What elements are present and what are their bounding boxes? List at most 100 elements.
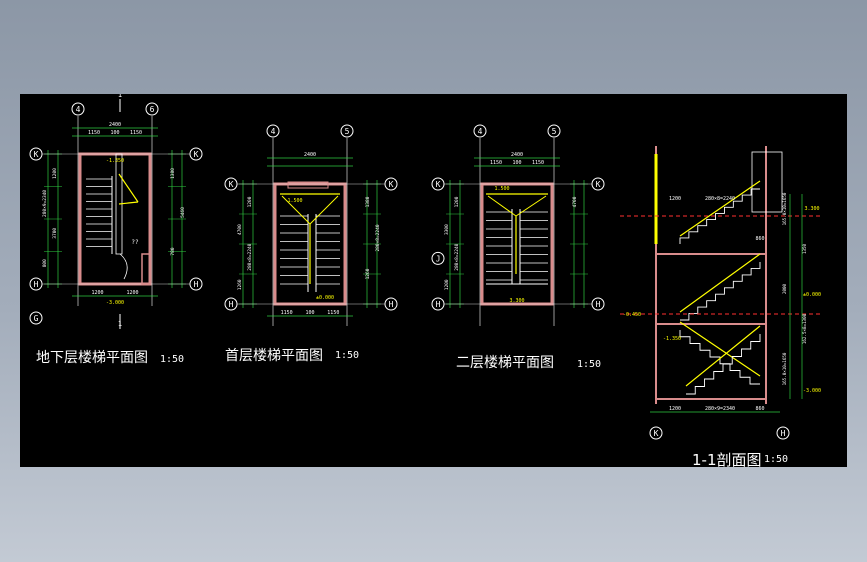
dim-text: 100: [305, 310, 314, 316]
axis-bubble-label: K: [229, 180, 234, 189]
axis-bubble: [776, 426, 790, 440]
level-text: 1.500: [287, 198, 302, 204]
dim-text: 1200: [52, 168, 58, 179]
axis-bubble-label: K: [654, 429, 659, 438]
axis-bubble: [473, 124, 487, 138]
axis-bubble-label: 6: [150, 105, 155, 114]
dim-text: 1260: [365, 268, 371, 279]
dim-text: 4700: [237, 224, 243, 235]
arrow-line: [118, 173, 139, 203]
dim-text: 1200: [126, 290, 138, 296]
axis-bubble-label: G: [34, 314, 39, 323]
dim-text: 280×9=2340: [42, 190, 48, 217]
axis-bubble-label: H: [229, 300, 234, 309]
dim-text: 4700: [572, 196, 578, 207]
dim-text: 1380: [365, 196, 371, 207]
axis-bubble: [71, 102, 85, 116]
arrow-line: [118, 201, 139, 205]
level-text: -1.350: [106, 158, 124, 164]
axis-bubble-label: H: [436, 300, 441, 309]
dim-text: 780: [170, 247, 176, 255]
dim-text: 5460: [180, 207, 186, 218]
plan-scale-second: 1:50: [577, 359, 602, 370]
level-text: -3.000: [803, 388, 821, 394]
section-stair-flight: [679, 330, 760, 385]
dim-text: 1380: [170, 168, 176, 179]
plan-title-basement: 地下层楼梯平面图: [36, 350, 148, 366]
section-title: 1-1剖面图: [692, 451, 762, 469]
level-text: 3.300: [509, 298, 524, 304]
arrow-line: [281, 195, 311, 225]
level-text: ±0.000: [803, 292, 821, 298]
dim-text: 162.5×8=1300: [802, 313, 807, 344]
axis-bubble: [266, 124, 280, 138]
level-text: 1.500: [494, 186, 509, 192]
section-handrail: [679, 180, 761, 237]
dim-text: 1150: [490, 160, 502, 166]
axis-bubble: [547, 124, 561, 138]
level-text: -1.350: [663, 336, 681, 342]
dim-text: 280×8=2240: [454, 243, 460, 270]
dim-text: 100: [110, 130, 119, 136]
dim-text: 3700: [52, 228, 58, 239]
axis-bubble-label: K: [34, 150, 39, 159]
dim-text: 2400: [511, 152, 523, 158]
axis-bubble-label: 4: [478, 127, 483, 136]
door-swing: [119, 253, 128, 280]
axis-bubble-label: K: [194, 150, 199, 159]
section-mark-label: 1: [118, 320, 122, 328]
dim-text: 1200: [444, 279, 450, 290]
section-stair-flight: [680, 262, 761, 321]
dim-text: 1260: [237, 279, 243, 290]
stair-wall: [480, 182, 554, 306]
axis-bubble-label: K: [596, 180, 601, 189]
dim-text: 1200: [669, 196, 681, 202]
axis-bubble-label: J: [436, 254, 441, 263]
axis-bubble: [145, 102, 159, 116]
axis-bubble-label: H: [194, 280, 199, 289]
axis-bubble: [340, 124, 354, 138]
plan-title-ground: 首层楼梯平面图: [225, 348, 323, 364]
section-handrail: [679, 321, 761, 377]
level-text: ±0.000: [316, 295, 334, 301]
dim-text: 1150: [281, 310, 293, 316]
axis-bubble-label: 5: [552, 127, 557, 136]
axis-bubble-label: 5: [345, 127, 350, 136]
plan-scale-ground: 1:50: [335, 350, 360, 361]
dim-text: 280×8=2240: [705, 196, 735, 202]
axis-bubble-label: K: [436, 180, 441, 189]
dim-text: 165.0×10=1650: [782, 192, 787, 225]
level-text: -0.450: [623, 312, 641, 318]
section-handrail: [679, 253, 761, 313]
arrow-line: [487, 195, 517, 217]
dim-text: 1200: [669, 406, 681, 412]
section-scale: 1:50: [764, 454, 789, 465]
dim-text: 1150: [130, 130, 142, 136]
axis-bubble-label: H: [596, 300, 601, 309]
dim-text: 1150: [327, 310, 339, 316]
axis-bubble-label: 4: [76, 105, 81, 114]
dim-text: 280×8=2240: [375, 224, 381, 251]
axis-bubble-label: H: [389, 300, 394, 309]
dim-text: 1200: [454, 196, 460, 207]
dim-text: 860: [755, 236, 764, 242]
dim-text: 1150: [88, 130, 100, 136]
axis-bubble: [29, 311, 43, 325]
room-text: ??: [131, 239, 139, 246]
dim-text: 1200: [247, 196, 253, 207]
dim-text: 2400: [109, 122, 121, 128]
axis-bubble-label: K: [389, 180, 394, 189]
axis-bubble-label: H: [34, 280, 39, 289]
dim-text: 1350: [802, 243, 807, 254]
section-handrail: [685, 325, 761, 387]
axis-bubble-label: 4: [271, 127, 276, 136]
level-text: -3.000: [106, 300, 124, 306]
door-jamb: [141, 253, 151, 285]
dim-text: 860: [755, 406, 764, 412]
dim-text: 3300: [444, 224, 450, 235]
arrow-line: [515, 195, 547, 217]
dim-text: 280×8=2240: [247, 243, 253, 270]
dim-text: 100: [512, 160, 521, 166]
